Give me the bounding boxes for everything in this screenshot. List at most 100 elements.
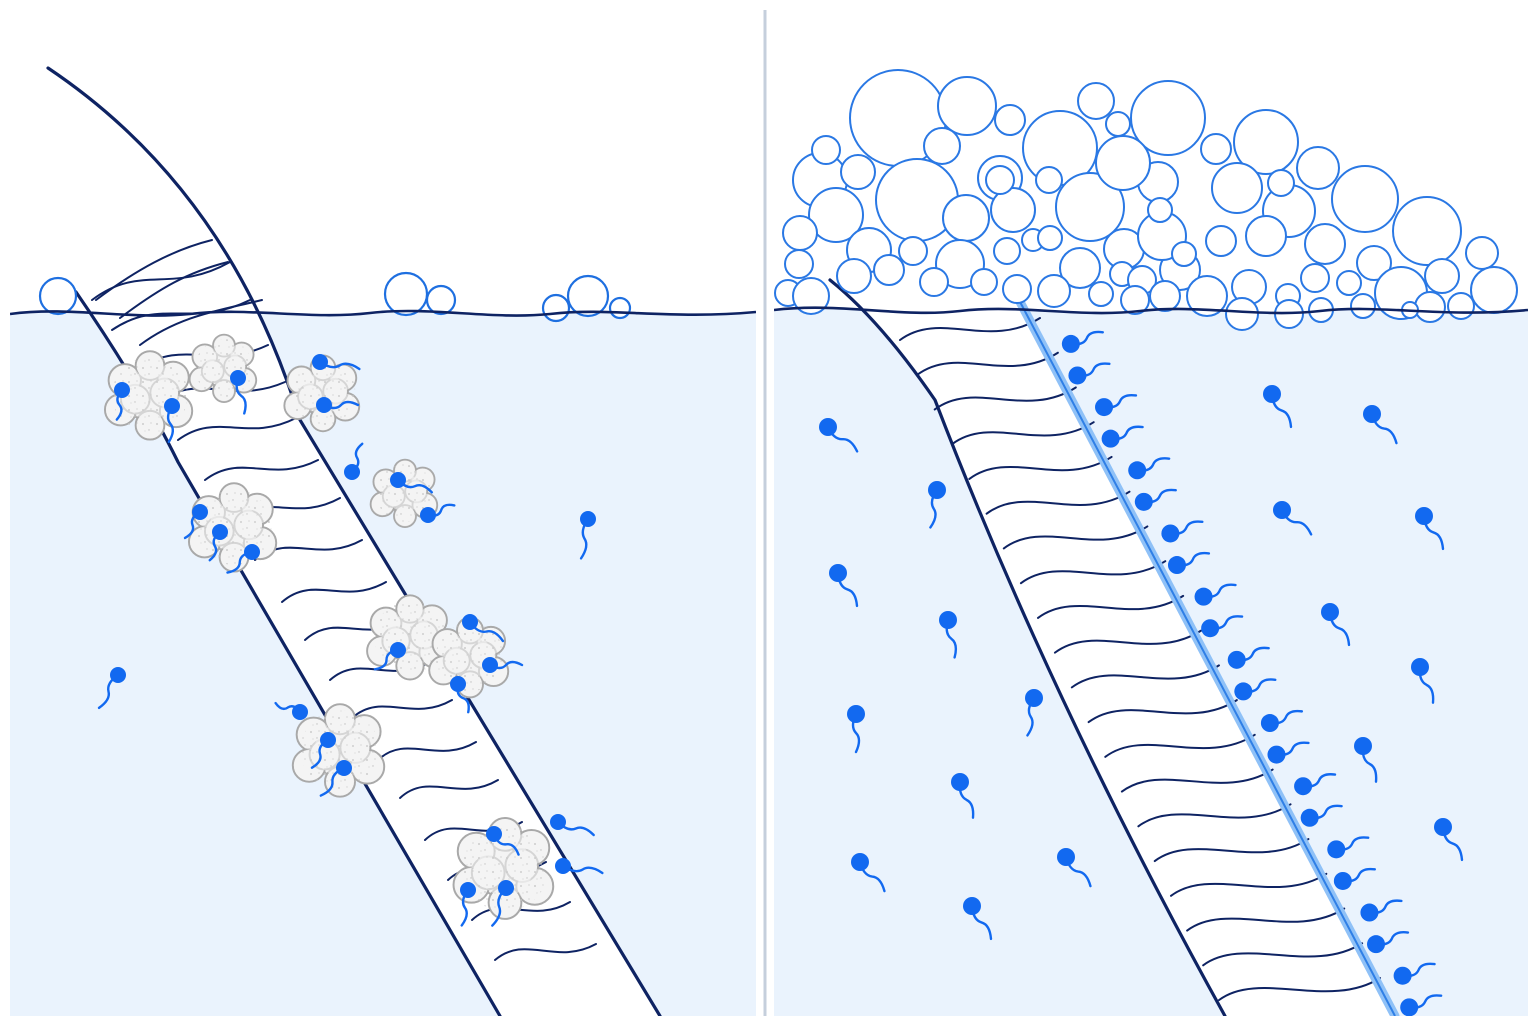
surfactant-molecule-icon: [1101, 425, 1144, 448]
surfactant-molecule-icon: [344, 442, 364, 480]
cuticle-scale: [351, 699, 453, 719]
surfactant-molecule-icon: [847, 705, 865, 754]
cuticle-scale: [95, 239, 213, 301]
surfactant-molecule-icon: [373, 642, 406, 671]
bubble-icon: [836, 258, 872, 294]
surfactant-molecule-icon: [226, 544, 260, 574]
bubble-icon: [1350, 293, 1376, 319]
water-surface-line: [10, 309, 756, 317]
surfactant-molecule-icon: [482, 657, 524, 673]
surfactant-molecule-icon: [555, 858, 604, 875]
hair-strand: [48, 68, 660, 1016]
surfactant-molecule-icon: [1260, 709, 1304, 733]
surfactant-molecule-icon: [1400, 994, 1443, 1016]
bubble-icon: [994, 104, 1026, 136]
foam: [774, 69, 1518, 331]
bubble-icon: [1300, 263, 1330, 293]
bubble-icon: [383, 271, 429, 317]
bubble-icon: [1171, 241, 1197, 267]
bubble-icon: [782, 215, 818, 251]
surfactant-molecule-icon: [1321, 603, 1351, 647]
bubble-icon: [873, 254, 905, 286]
bubble-icon: [1059, 247, 1101, 289]
surfactant-molecule-icon: [1068, 362, 1111, 385]
surfactant-molecule-icon: [928, 481, 946, 529]
hair-edge-left: [828, 278, 1227, 1016]
bubble-icon: [1225, 297, 1259, 331]
cuticle-scale: [1137, 803, 1292, 828]
surfactant-molecule-icon: [579, 511, 596, 560]
dirt-cluster-icon: [188, 333, 258, 403]
bubble-icon: [1392, 196, 1462, 266]
surfactant-molecule-icon: [1367, 931, 1410, 954]
bubble-icon: [993, 237, 1021, 265]
bubble-icon: [1105, 111, 1131, 137]
bubble-icon: [1186, 275, 1228, 317]
cuticle-scale: [399, 779, 499, 799]
cuticle-scale: [177, 417, 297, 441]
surfactant-molecule-icon: [1333, 867, 1376, 890]
surfactant-molecule-icon: [1194, 583, 1237, 606]
surfactant-molecule-icon: [183, 504, 208, 540]
bubble-icon: [1055, 172, 1125, 242]
surfactant-molecule-icon: [819, 418, 859, 453]
bubble-icon: [1245, 215, 1287, 257]
cuticle-scale: [916, 351, 1059, 376]
surfactant-molecule-icon: [1300, 804, 1343, 827]
bubble-icon: [784, 249, 814, 279]
bubble-icon: [840, 154, 876, 190]
bubble-icon: [990, 187, 1036, 233]
surfactant-molecule-icon: [1161, 520, 1204, 543]
cuticle-scale: [1087, 699, 1238, 724]
bubble-icon: [1470, 266, 1518, 314]
surfactant-molecule-icon: [1134, 488, 1177, 511]
surfactant-molecule-icon: [114, 382, 130, 421]
bubble-icon: [38, 276, 78, 316]
surfactant-molecule-icon: [319, 760, 352, 797]
surfactant-molecule-icon: [462, 614, 505, 643]
cuticle-scale: [204, 459, 319, 481]
surfactant-molecule-icon: [1128, 457, 1171, 480]
bubble-icon: [811, 135, 841, 165]
cuticle-scale: [494, 943, 597, 961]
dirt-cluster-icon: [283, 354, 361, 433]
surfactant-molecule-icon: [829, 564, 859, 608]
surfactant-molecule-icon: [1273, 501, 1313, 536]
cuticle-scale: [139, 299, 263, 346]
cuticle-scale: [119, 261, 229, 319]
surfactant-molecule-icon: [851, 853, 886, 893]
bubble-icon: [1149, 280, 1181, 312]
bubble-icon: [923, 127, 961, 165]
surfactant-molecule-icon: [420, 503, 456, 523]
bubble-icon: [1424, 258, 1460, 294]
hair-cuticles: [899, 317, 1381, 1001]
bubble-icon: [970, 268, 998, 296]
water-surface-line: [774, 306, 1528, 315]
bubble-icon: [919, 267, 949, 297]
cuticle-scale: [1120, 768, 1274, 793]
surfactant-molecule-icon: [1061, 330, 1104, 353]
bubble-icon: [1200, 133, 1232, 165]
hair-edge-left: [46, 66, 662, 1016]
bubble-icon: [1088, 281, 1114, 307]
panel-left: [10, 66, 756, 1016]
surfactant-molecule-icon: [1234, 678, 1277, 701]
bubble-icon: [1465, 236, 1499, 270]
surfactant-molecule-icon: [951, 773, 975, 819]
surfactant-molecule-icon: [1415, 507, 1445, 551]
cuticle-scale: [1202, 942, 1364, 967]
surfactant-molecule-icon: [1411, 658, 1435, 704]
bubble-icon: [985, 165, 1015, 195]
surfactant-molecule-icon: [939, 611, 958, 659]
dirt-clusters: [103, 333, 555, 920]
bubble-icon: [608, 296, 632, 320]
bubble-icon: [808, 187, 864, 243]
surfactant-molecule-icon: [390, 472, 434, 494]
cuticle-scale: [985, 490, 1131, 515]
cuticle-scale: [1104, 733, 1256, 758]
surfactant-molecule-icon: [316, 397, 360, 413]
surfactant-molecule-icon: [486, 826, 520, 856]
bubble-icon: [942, 194, 990, 242]
surfactant-molecule-icon: [1354, 737, 1378, 783]
cuticle-scale: [1218, 977, 1381, 1001]
